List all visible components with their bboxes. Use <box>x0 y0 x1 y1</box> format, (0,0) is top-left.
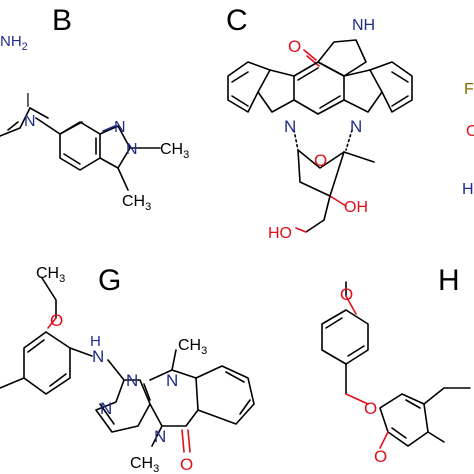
panel-c-n-right: N <box>350 117 362 136</box>
panel-c-nh: NH <box>352 17 375 34</box>
panel-c-n-left: N <box>284 117 296 136</box>
panel-g-n-d: N <box>154 427 166 446</box>
panel-c-ho: HO <box>268 225 292 242</box>
panel-g-carbonyl-o: O <box>180 455 193 474</box>
panel-letter-c: C <box>226 4 248 37</box>
edge-fragment-o: O <box>466 123 474 140</box>
panel-c-oh: OH <box>344 199 368 216</box>
panel-letter-h: H <box>438 264 460 297</box>
panel-c-ring-o: O <box>314 151 327 170</box>
edge-fragment-h: H <box>462 181 474 198</box>
panel-g-ch3-bottom: CH3 <box>130 455 159 474</box>
panel-h-o-top: O <box>340 285 353 304</box>
panel-g-n-a: N <box>126 371 138 390</box>
panel-c-structure <box>227 39 413 233</box>
panel-letter-b: B <box>52 4 72 37</box>
panel-letter-g: G <box>98 264 121 297</box>
panel-g-n-ch3: CH3 <box>178 337 207 357</box>
panel-b-n-ch3: CH3 <box>160 141 189 161</box>
panel-h-o-mid: O <box>364 399 377 418</box>
panel-h-structure <box>321 281 471 449</box>
panel-b-amine-n: N <box>24 113 36 130</box>
panel-g-structure <box>0 277 255 453</box>
panel-g-nh-h: H <box>90 333 101 350</box>
panel-g-nh-n: N <box>92 347 104 366</box>
panel-h-o-low: O <box>374 447 387 466</box>
panel-g-ether-o: O <box>50 311 63 330</box>
panel-b-n2: N <box>126 141 138 158</box>
panel-g-ch3-top: CH3 <box>36 265 65 285</box>
panel-g-n-b: N <box>100 399 112 418</box>
panel-b-c-ch3: CH3 <box>122 193 151 213</box>
panel-g-n-c: N <box>166 371 178 390</box>
panel-b-nh2-label: NH2 <box>0 33 28 53</box>
panel-b-top-ch3-bond: | <box>26 91 30 108</box>
panel-c-carbonyl-o: O <box>288 37 301 56</box>
edge-fragment-f: F <box>464 81 474 98</box>
panel-b-structure <box>0 107 161 191</box>
panel-b-n1: N <box>114 119 126 136</box>
